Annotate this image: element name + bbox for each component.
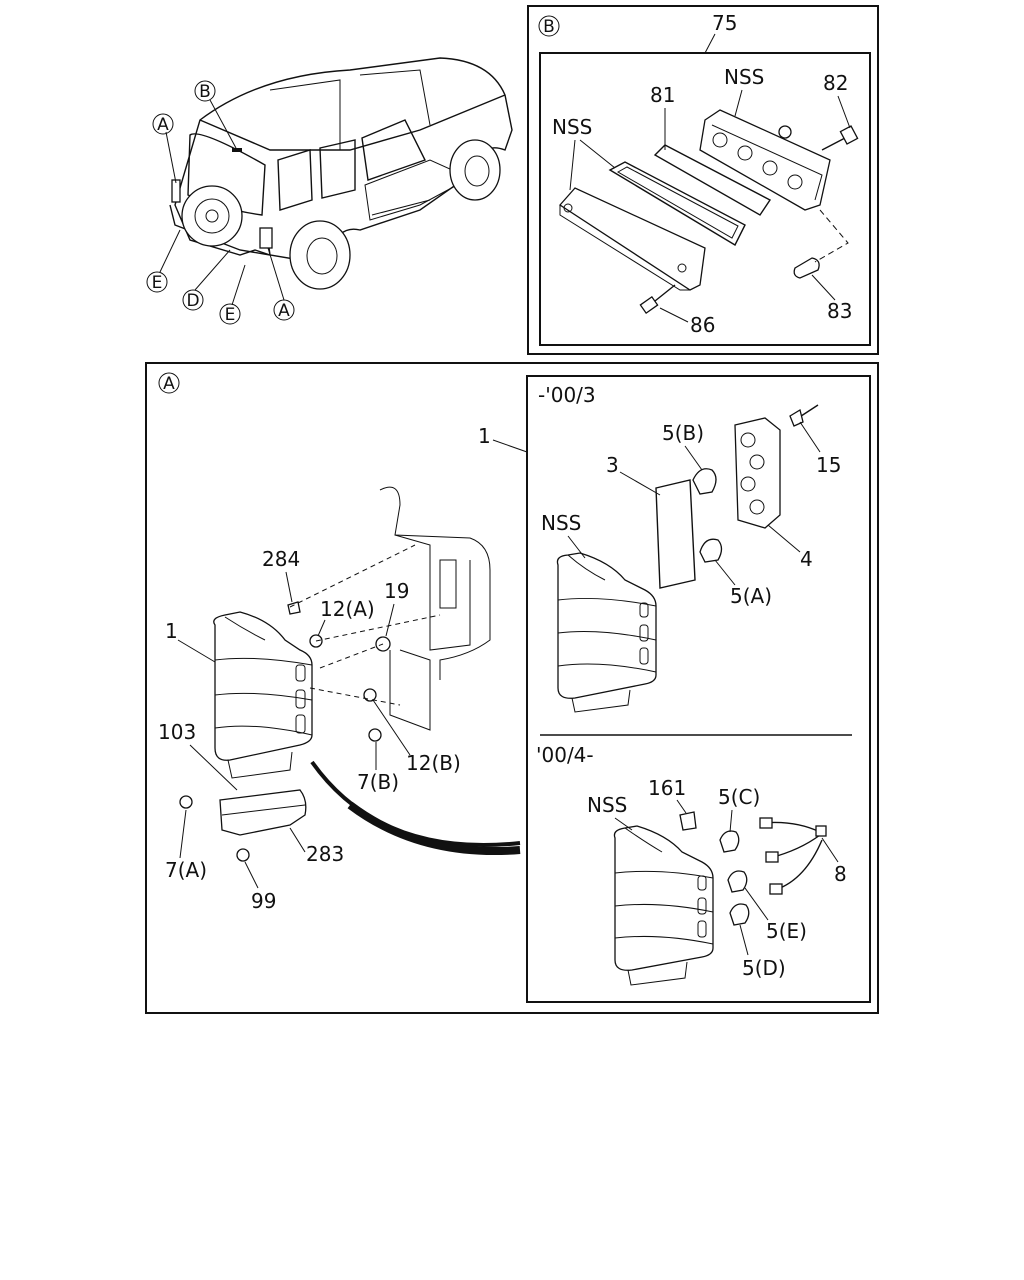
label-7a: 7(A): [165, 858, 207, 882]
svg-text:E: E: [225, 305, 236, 325]
label-5a: 5(A): [730, 584, 772, 608]
label-83: 83: [827, 299, 852, 323]
svg-text:E: E: [152, 273, 163, 293]
svg-text:D: D: [186, 291, 199, 311]
label-5d: 5(D): [742, 956, 786, 980]
svg-text:A: A: [157, 115, 169, 135]
panel-b-marker: B: [543, 17, 555, 37]
label-81: 81: [650, 83, 675, 107]
label-284: 284: [262, 547, 300, 571]
callout-a-lower: A: [273, 299, 295, 321]
callout-b: B: [194, 80, 216, 102]
label-19: 19: [384, 579, 409, 603]
label-3: 3: [606, 453, 619, 477]
label-7b: 7(B): [357, 770, 399, 794]
vehicle-overview: A B A E D E: [146, 57, 513, 325]
label-103: 103: [158, 720, 196, 744]
callout-e-left: E: [146, 271, 168, 293]
panel-b: B 75 81 NSS NSS 82: [527, 5, 879, 355]
label-12b: 12(B): [406, 751, 461, 775]
early-period: -'00/3: [538, 383, 596, 407]
label-82: 82: [823, 71, 848, 95]
svg-text:A: A: [278, 301, 290, 321]
callout-a-upper: A: [152, 113, 174, 135]
label-nss-left: NSS: [552, 115, 592, 139]
label-5e: 5(E): [766, 919, 807, 943]
label-nss-late: NSS: [587, 793, 627, 817]
label-nss-top: NSS: [724, 65, 764, 89]
label-99: 99: [251, 889, 276, 913]
label-283: 283: [306, 842, 344, 866]
label-161: 161: [648, 776, 686, 800]
label-1-ref: 1: [478, 424, 491, 448]
inset-early: -'00/3 5(B) 15: [526, 375, 871, 1003]
label-8: 8: [834, 862, 847, 886]
label-5c: 5(C): [718, 785, 760, 809]
label-12a: 12(A): [320, 597, 375, 621]
label-4: 4: [800, 547, 813, 571]
callout-e-right: E: [219, 303, 241, 325]
panel-a-marker: A: [163, 374, 175, 394]
label-75: 75: [712, 11, 737, 35]
label-nss-early: NSS: [541, 511, 581, 535]
label-1: 1: [165, 619, 178, 643]
label-5b: 5(B): [662, 421, 704, 445]
label-15: 15: [816, 453, 841, 477]
inset-late: '00/4- NSS: [536, 743, 847, 986]
late-period: '00/4-: [536, 743, 594, 767]
svg-text:B: B: [199, 82, 211, 102]
label-86: 86: [690, 313, 715, 337]
callout-d: D: [182, 289, 204, 311]
panel-a: A 1 1: [145, 362, 879, 1014]
